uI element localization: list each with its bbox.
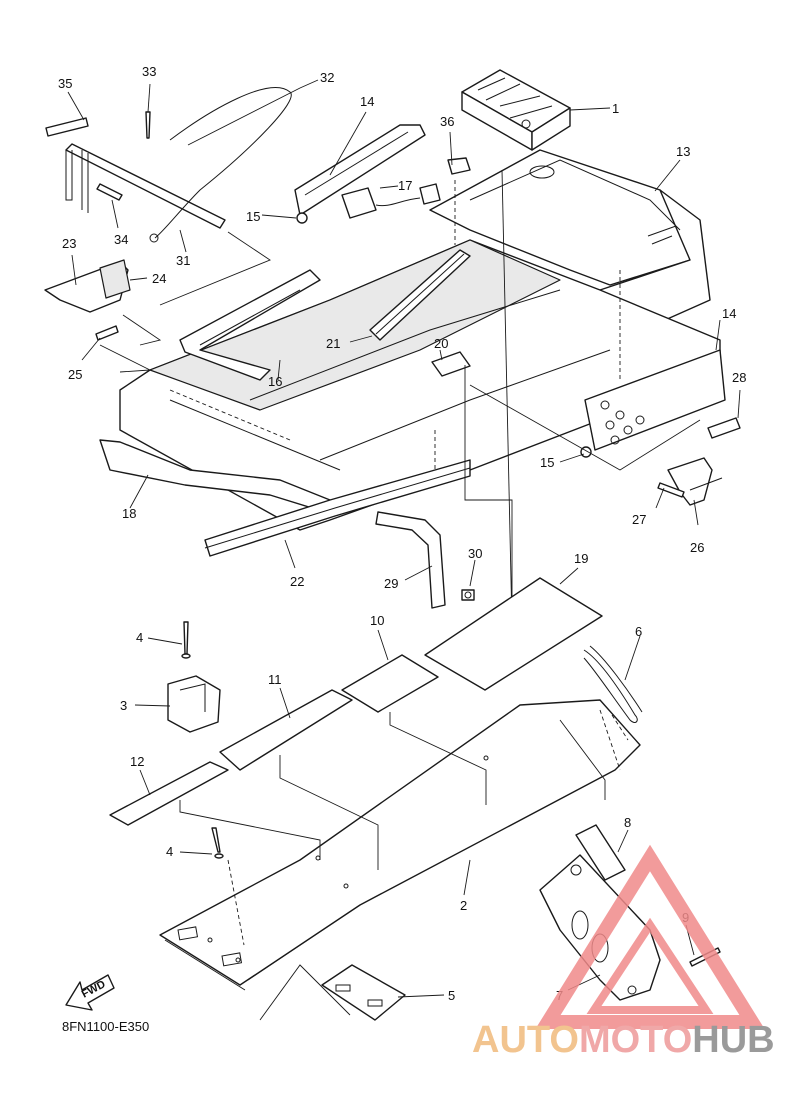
part-32-cable xyxy=(149,87,292,243)
callout-11: 11 xyxy=(268,672,282,687)
watermark-hub: HUB xyxy=(692,1019,774,1061)
callout-28: 28 xyxy=(732,370,746,385)
callout-25: 25 xyxy=(68,367,82,382)
part-11-sticker xyxy=(219,689,353,771)
callout-10: 10 xyxy=(370,613,384,628)
part-5-plate xyxy=(321,964,406,1021)
watermark-auto: AUTO xyxy=(472,1019,579,1061)
part-22-channel xyxy=(204,459,471,557)
callout-30: 30 xyxy=(468,546,482,561)
part-27-bolt xyxy=(657,482,685,498)
part-12-strip xyxy=(109,761,229,826)
watermark-logo: AUTOMOTOHUB xyxy=(472,844,775,1061)
part-4-rivet-a xyxy=(181,621,191,659)
part-15-washer-a xyxy=(296,212,308,224)
part-19-mat xyxy=(424,577,603,691)
callout-23: 23 xyxy=(62,236,76,251)
part-1-tool-kit xyxy=(461,69,571,151)
callout-21: 21 xyxy=(326,336,340,351)
part-16-side-frame xyxy=(179,269,321,381)
callout-34: 34 xyxy=(114,232,128,247)
callout-19: 19 xyxy=(574,551,588,566)
callout-36: 36 xyxy=(440,114,454,129)
callout-2: 2 xyxy=(460,898,467,913)
watermark-moto: MOTO xyxy=(579,1019,692,1061)
part-29-bracket xyxy=(375,511,446,609)
callout-18: 18 xyxy=(122,506,136,521)
callout-8: 8 xyxy=(624,815,631,830)
callout-14b: 14 xyxy=(722,306,736,321)
callout-31: 31 xyxy=(176,253,190,268)
callout-15b: 15 xyxy=(540,455,554,470)
callout-22: 22 xyxy=(290,574,304,589)
callout-4a: 4 xyxy=(136,630,143,645)
callout-16: 16 xyxy=(268,374,282,389)
callout-35: 35 xyxy=(58,76,72,91)
part-36-clip xyxy=(447,157,471,175)
callout-32: 32 xyxy=(320,70,334,85)
part-20-pad xyxy=(431,351,471,377)
part-33-pin xyxy=(145,111,151,139)
part-6-strap xyxy=(583,645,643,723)
fwd-arrow-icon: FWD xyxy=(65,974,115,1011)
part-3-bracket xyxy=(167,675,221,733)
part-28-pad xyxy=(707,417,741,439)
callout-26: 26 xyxy=(690,540,704,555)
callout-13: 13 xyxy=(676,144,690,159)
callout-20: 20 xyxy=(434,336,448,351)
part-25-screw xyxy=(95,325,119,341)
callout-27: 27 xyxy=(632,512,646,527)
callout-4b: 4 xyxy=(166,844,173,859)
svg-text:AUTOMOTOHUB: AUTOMOTOHUB xyxy=(472,1019,775,1061)
part-34-bolt xyxy=(96,183,123,201)
callout-12: 12 xyxy=(130,754,144,769)
callout-14a: 14 xyxy=(360,94,374,109)
part-30-bolt xyxy=(461,589,475,601)
part-26-hinge xyxy=(667,457,723,506)
part-21-brace xyxy=(369,249,471,341)
diagram-code: 8FN1100-E350 xyxy=(62,1019,149,1034)
part-17-switch xyxy=(341,183,441,219)
part-10-sticker xyxy=(341,654,439,713)
callout-29: 29 xyxy=(384,576,398,591)
part-23-latch xyxy=(44,259,131,313)
callout-6: 6 xyxy=(635,624,642,639)
callout-33: 33 xyxy=(142,64,156,79)
callout-15a: 15 xyxy=(246,209,260,224)
part-4-rivet-b xyxy=(211,827,224,859)
callout-5: 5 xyxy=(448,988,455,1003)
part-14-right-plate xyxy=(584,349,726,451)
callout-leaders xyxy=(67,79,741,998)
part-14-top-plate xyxy=(294,124,426,216)
part-8-pad xyxy=(575,824,626,881)
callout-24: 24 xyxy=(152,271,166,286)
callout-17: 17 xyxy=(398,178,412,193)
callout-3: 3 xyxy=(120,698,127,713)
callout-1: 1 xyxy=(612,101,619,116)
part-35-pad xyxy=(45,117,89,137)
part-31-bracket xyxy=(65,143,226,229)
callout-labels: 1 2 3 4 4 5 6 7 8 9 10 11 12 13 14 14 15… xyxy=(58,64,746,1003)
part-2-floor-board xyxy=(159,699,641,991)
